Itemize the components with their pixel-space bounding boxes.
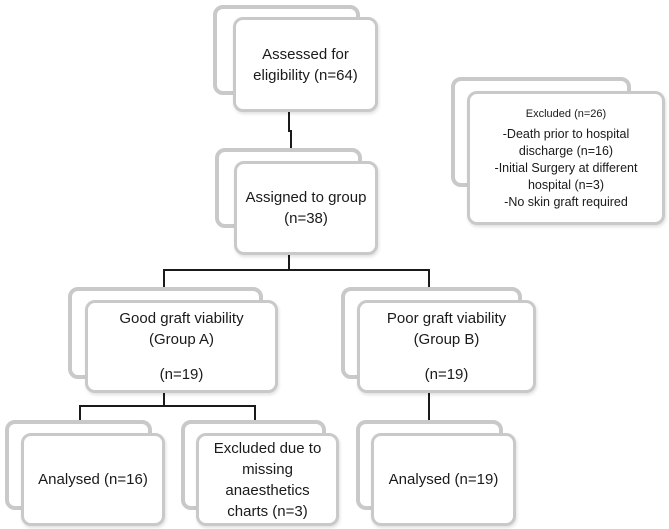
connector-assessed-to-assigned — [290, 130, 292, 162]
connector-group-b-down — [428, 390, 430, 423]
excluded-a-box: Excluded due to missing anaesthetics cha… — [196, 433, 339, 526]
group-a-line1: Good graft viability — [119, 310, 244, 327]
connector-to-excluded-a — [254, 405, 256, 421]
connector-group-a-split — [79, 405, 256, 407]
excluded-top-reason3: -No skin graft required — [504, 194, 628, 209]
group-a-count: (n=19) — [159, 366, 204, 383]
assessed-line2: eligibility (n=64) — [253, 66, 358, 84]
group-b-line1: Poor graft viability — [386, 310, 507, 327]
excluded-a-line4: charts (n=3) — [227, 502, 308, 520]
connector-to-group-b — [428, 269, 430, 289]
group-b-line2: (Group B) — [413, 331, 480, 348]
excluded-top-title: Excluded (n=26) — [525, 107, 607, 120]
connector-assessed-jog — [288, 130, 291, 132]
assigned-line1: Assigned to group — [245, 189, 367, 206]
excluded-top-box: Excluded (n=26) -Death prior to hospital… — [467, 91, 665, 225]
excluded-a-line3: anaesthetics — [225, 481, 310, 499]
analysed-b-label: Analysed (n=19) — [388, 471, 499, 488]
assigned-line2: (n=38) — [284, 210, 328, 227]
analysed-a-box: Analysed (n=16) — [21, 433, 165, 526]
excluded-a-line1: Excluded due to — [213, 439, 322, 457]
excluded-top-reason1-line1: -Death prior to hospital — [502, 126, 630, 141]
connector-group-split — [163, 269, 430, 271]
connector-assessed-down — [288, 110, 290, 131]
connector-group-a-down — [163, 390, 165, 406]
analysed-b-box: Analysed (n=19) — [371, 433, 516, 526]
analysed-a-label: Analysed (n=16) — [38, 471, 148, 488]
excluded-top-reason2-line1: -Initial Surgery at different — [494, 160, 638, 175]
connector-to-group-a — [163, 269, 165, 289]
excluded-a-line2: missing — [242, 460, 293, 478]
assessed-box: Assessed for eligibility (n=64) — [233, 17, 378, 112]
connector-to-analysed-a — [79, 405, 81, 421]
group-b-count: (n=19) — [424, 366, 469, 383]
excluded-top-reason2-line2: hospital (n=3) — [527, 177, 605, 192]
group-b-box: Poor graft viability (Group B) (n=19) — [357, 300, 536, 393]
assessed-line1: Assessed for — [262, 45, 349, 63]
excluded-top-reason1-line2: discharge (n=16) — [518, 143, 614, 158]
group-a-box: Good graft viability (Group A) (n=19) — [85, 300, 278, 393]
group-a-line2: (Group A) — [148, 331, 215, 348]
assigned-box: Assigned to group (n=38) — [234, 161, 378, 255]
